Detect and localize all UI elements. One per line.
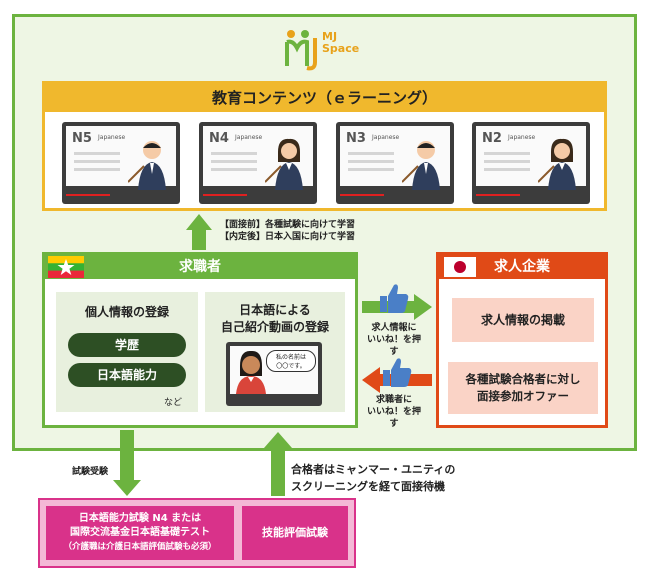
study-note: 【面接前】各種試験に向けて学習 【内定後】日本入国に向けて学習 <box>220 220 356 242</box>
japan-flag-icon <box>444 257 476 277</box>
video-n5[interactable]: N5 Japanese <box>62 122 180 204</box>
male-teacher-icon <box>402 141 440 190</box>
logo-text: MJ Space <box>322 30 360 55</box>
skill-test-item: 技能評価試験 <box>242 506 348 560</box>
thumbs-up-icon <box>380 284 409 313</box>
myanmar-flag-icon <box>48 256 84 278</box>
job-seeker-title: 求職者 <box>45 255 355 279</box>
education-title: 教育コンテンツ（ｅラーニング） <box>45 84 604 112</box>
mj-space-logo <box>285 30 317 71</box>
video-n3[interactable]: N3 Japanese <box>336 122 454 204</box>
arrow-tests-to-seeker <box>264 432 292 496</box>
pass-note: 合格者はミャンマー・ユニティの スクリーニングを経て面接待機 <box>291 463 456 493</box>
exam-note: 試験受験 <box>72 467 109 477</box>
etc-label: など <box>164 398 183 408</box>
video-intro-title: 日本語による 自己紹介動画の登録 <box>220 303 329 334</box>
male-teacher-icon <box>128 141 166 190</box>
thumbs-up-icon <box>383 358 412 387</box>
arrow-seeker-to-tests <box>113 430 141 496</box>
speech-bubble: 私の名前は 〇〇です。 <box>266 350 316 372</box>
like-seeker-note: 求職者に いいね！を押す <box>366 395 421 429</box>
video-n2[interactable]: N2 Japanese <box>472 122 590 204</box>
female-teacher-icon <box>538 138 576 190</box>
arrow-seeker-to-education <box>186 214 212 250</box>
video-n4[interactable]: N4 Japanese <box>199 122 317 204</box>
japanese-ability-pill: 日本語能力 <box>68 363 186 387</box>
female-teacher-icon <box>265 138 303 190</box>
speaking-person-icon <box>236 350 266 394</box>
personal-info-title: 個人情報の登録 <box>84 305 169 319</box>
interview-offer-item: 各種試験合格者に対し 面接参加オファー <box>448 362 598 414</box>
like-job-info-note: 求人情報に いいね！を押す <box>366 323 421 357</box>
education-history-pill: 学歴 <box>68 333 186 357</box>
jlpt-test-item: 日本語能力試験 N4 または 国際交流基金日本語基礎テスト （介護職は介護日本語… <box>46 506 234 560</box>
job-posting-item: 求人情報の掲載 <box>452 298 594 342</box>
